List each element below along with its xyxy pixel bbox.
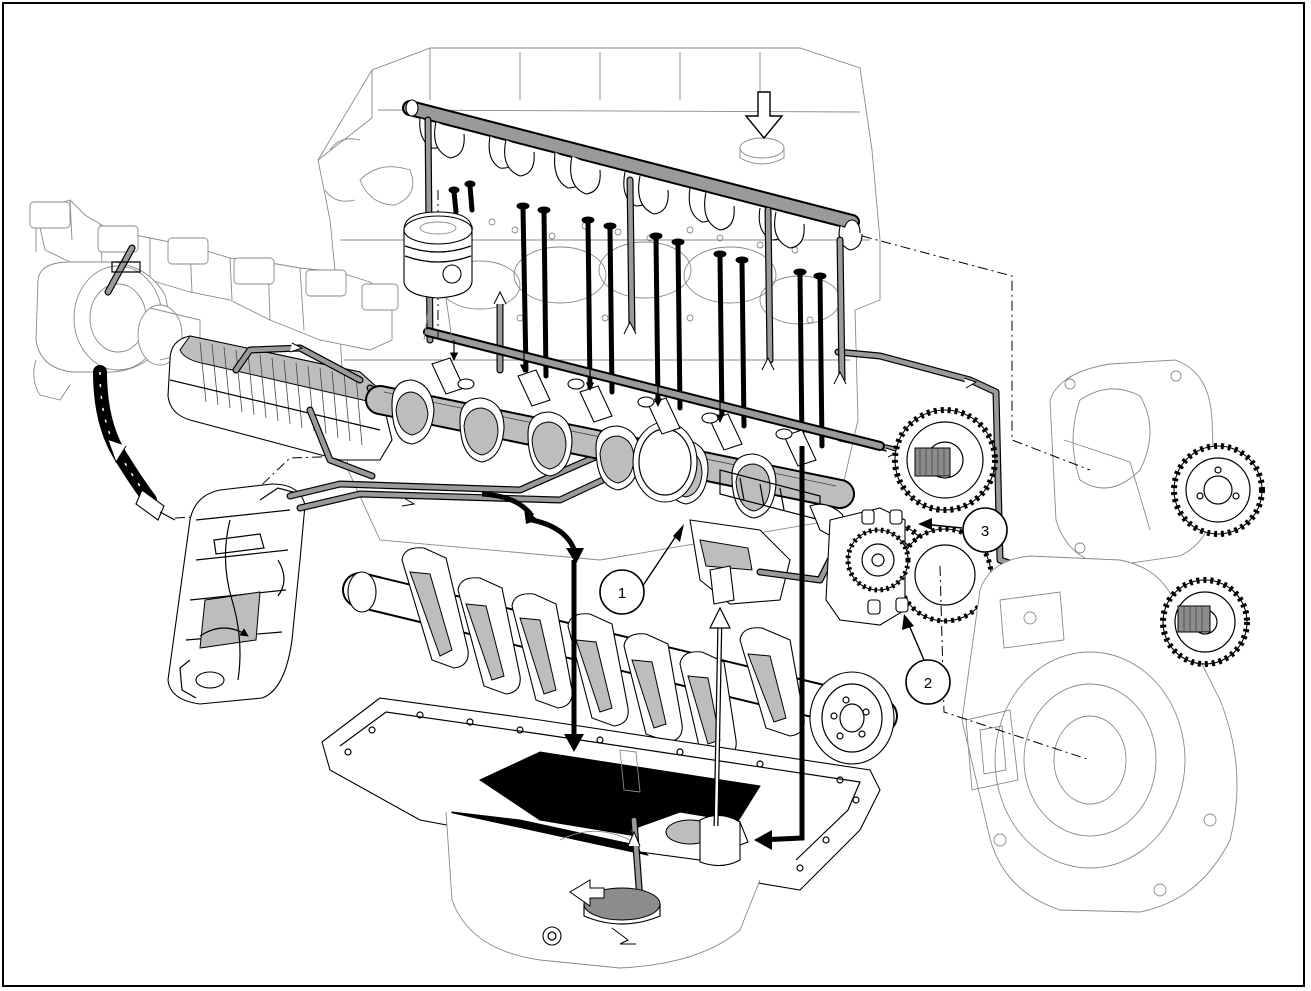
push-rod-tips xyxy=(448,180,827,280)
lower-front-gear xyxy=(1160,577,1250,667)
callout-1-label: 1 xyxy=(618,585,626,602)
center-lines xyxy=(861,235,1091,761)
camshaft-gear xyxy=(892,407,998,513)
oil-filter-housing xyxy=(167,483,306,705)
front-gears xyxy=(1160,443,1265,667)
main-oil-flow xyxy=(481,446,805,850)
oil-fill-arrow xyxy=(744,91,784,140)
pump-body xyxy=(825,507,911,626)
turbo-oil-drain-hose xyxy=(93,365,176,521)
crank-throws xyxy=(401,547,805,759)
piston xyxy=(403,211,473,341)
callout-3-label: 3 xyxy=(981,523,989,540)
tappets xyxy=(431,357,817,467)
callout-2: 2 xyxy=(902,614,951,705)
flywheel-housing xyxy=(961,555,1238,913)
oil-filler-cap xyxy=(739,137,785,159)
oil-pan xyxy=(321,697,881,969)
callout-2-label: 2 xyxy=(924,675,932,692)
callout-2-circle xyxy=(905,659,951,705)
callout-3-circle xyxy=(962,507,1008,553)
exhaust-manifold xyxy=(29,199,399,351)
oil-pan-flange-bolts xyxy=(344,711,860,872)
crankshaft-pulley xyxy=(809,671,895,765)
callout-3: 3 xyxy=(918,507,1008,553)
cam-bearing xyxy=(632,421,698,503)
turbo-oil-feed-line xyxy=(104,244,141,296)
oil-pump-assembly xyxy=(689,469,846,605)
callout-1-circle xyxy=(599,569,645,615)
engine-block-outline xyxy=(317,47,881,561)
gallery-drop-arrows xyxy=(449,340,725,423)
crankshaft xyxy=(342,547,898,765)
push-rods xyxy=(451,183,825,449)
callout-1: 1 xyxy=(599,524,684,615)
upper-front-gear xyxy=(1171,443,1265,537)
oil-drain-plug xyxy=(542,926,562,946)
